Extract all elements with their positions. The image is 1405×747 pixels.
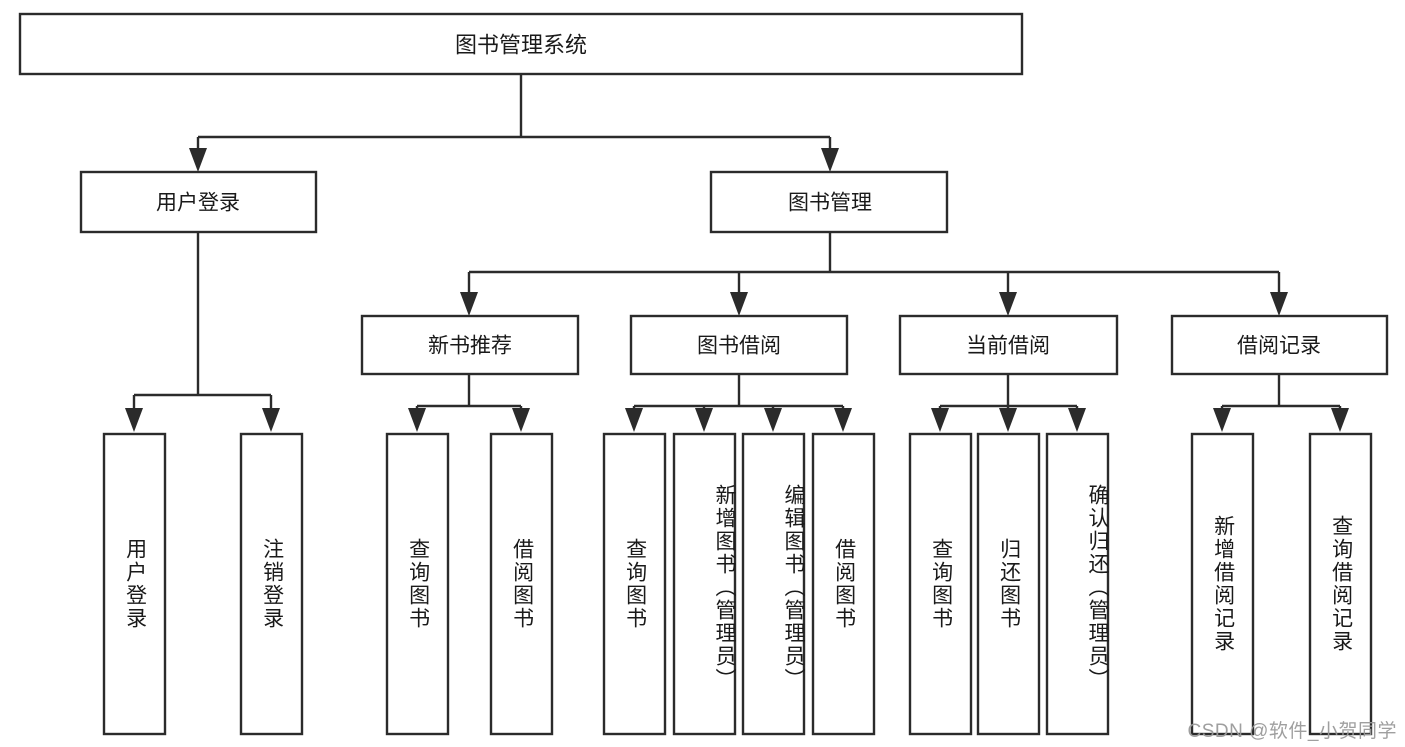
node-new-book-recommend-box[interactable] — [360, 314, 580, 376]
arrow-head-bookborrow — [730, 292, 748, 316]
leaf-box-new-book-2[interactable] — [489, 432, 554, 736]
node-book-management-box[interactable] — [709, 170, 949, 234]
arrow-head-bookmgmt — [821, 148, 839, 172]
arrow-head-bookborrow-l1 — [625, 408, 643, 432]
watermark-text: CSDN @软件_小贺同学 — [1187, 721, 1397, 742]
arrow-head-userlogin-leaf2 — [262, 408, 280, 432]
node-book-management[interactable]: 图书管理 — [709, 170, 949, 234]
node-current-borrow-box[interactable] — [898, 314, 1119, 376]
node-current-borrow-label: 当前借阅 — [966, 335, 1050, 358]
arrow-head-currentborrow — [999, 292, 1017, 316]
arrow-head-userlogin — [189, 148, 207, 172]
node-book-borrow[interactable]: 图书借阅 — [629, 314, 849, 376]
leaf-box-borrow-record-2[interactable] — [1308, 432, 1373, 736]
leaf-box-book-borrow-1[interactable] — [602, 432, 667, 736]
arrow-head-currentborrow-l1 — [931, 408, 949, 432]
connector-group-root — [189, 74, 839, 172]
node-current-borrow[interactable]: 当前借阅 — [898, 314, 1119, 376]
leaf-box-current-borrow-1[interactable] — [908, 432, 973, 736]
node-user-login-box[interactable] — [79, 170, 318, 234]
node-root-label: 图书管理系统 — [455, 33, 587, 58]
node-user-login-label: 用户登录 — [156, 192, 240, 215]
node-book-management-label: 图书管理 — [788, 192, 872, 215]
leaf-box-book-borrow-3[interactable] — [741, 432, 806, 736]
connector-group-newbook — [408, 374, 530, 432]
arrow-head-newbook-l2 — [512, 408, 530, 432]
arrow-head-bookborrow-l2 — [695, 408, 713, 432]
node-root[interactable]: 图书管理系统 — [18, 12, 1024, 76]
node-book-borrow-box[interactable] — [629, 314, 849, 376]
leaf-box-book-borrow-4[interactable] — [811, 432, 876, 736]
leaf-box-borrow-record-1[interactable] — [1190, 432, 1255, 736]
arrow-head-newbook-l1 — [408, 408, 426, 432]
connector-group-currentborrow — [931, 374, 1086, 432]
node-borrow-record-label: 借阅记录 — [1237, 335, 1321, 358]
leaf-box-user-login-2[interactable] — [239, 432, 304, 736]
leaf-box-new-book-1[interactable] — [385, 432, 450, 736]
leaf-box-current-borrow-2[interactable] — [976, 432, 1041, 736]
arrow-head-borrowrecord — [1270, 292, 1288, 316]
arrow-head-userlogin-leaf1 — [125, 408, 143, 432]
connector-group-bookmgmt — [460, 232, 1288, 316]
node-book-borrow-label: 图书借阅 — [697, 335, 781, 358]
leaf-box-user-login-1[interactable] — [102, 432, 167, 736]
connector-group-userlogin — [125, 232, 280, 432]
arrow-head-bookborrow-l4 — [834, 408, 852, 432]
node-borrow-record-box[interactable] — [1170, 314, 1389, 376]
arrow-head-currentborrow-l2 — [999, 408, 1017, 432]
node-new-book-recommend-label: 新书推荐 — [428, 335, 512, 358]
arrow-head-currentborrow-l3 — [1068, 408, 1086, 432]
node-new-book-recommend[interactable]: 新书推荐 — [360, 314, 580, 376]
connector-group-borrowrecord — [1213, 374, 1349, 432]
connector-group-bookborrow — [625, 374, 852, 432]
node-borrow-record[interactable]: 借阅记录 — [1170, 314, 1389, 376]
node-user-login[interactable]: 用户登录 — [79, 170, 318, 234]
node-root-box[interactable] — [18, 12, 1024, 76]
leaf-box-current-borrow-3[interactable] — [1045, 432, 1110, 736]
arrow-head-newbook — [460, 292, 478, 316]
arrow-head-borrowrecord-l1 — [1213, 408, 1231, 432]
arrow-head-bookborrow-l3 — [764, 408, 782, 432]
arrow-head-borrowrecord-l2 — [1331, 408, 1349, 432]
leaf-box-book-borrow-2[interactable] — [672, 432, 737, 736]
